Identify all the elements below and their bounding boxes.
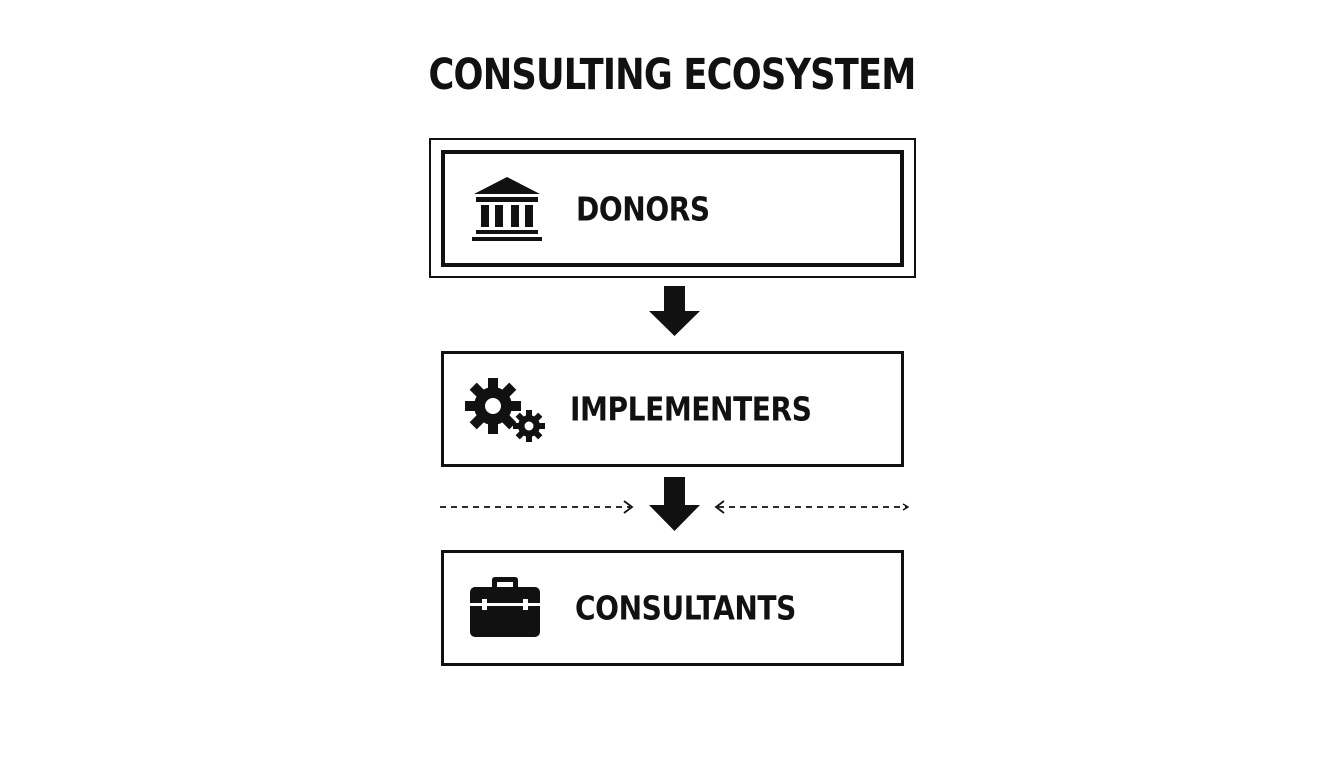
node-label-consultants: CONSULTANTS [575, 588, 796, 628]
node-label-implementers: IMPLEMENTERS [570, 389, 812, 429]
node-implementers: IMPLEMENTERS [441, 351, 904, 467]
bank-icon [471, 174, 543, 250]
gears-icon [463, 376, 547, 450]
dashed-arrow-left [714, 500, 910, 514]
arrow-implementers-to-consultants [649, 477, 700, 531]
diagram-title: CONSULTING ECOSYSTEM [428, 50, 916, 100]
briefcase-icon [468, 575, 542, 645]
node-donors: DONORS [441, 150, 904, 267]
dashed-arrow-right [440, 500, 634, 514]
node-label-donors: DONORS [576, 189, 710, 228]
arrow-donors-to-implementers [649, 286, 700, 336]
node-consultants: CONSULTANTS [441, 550, 904, 666]
